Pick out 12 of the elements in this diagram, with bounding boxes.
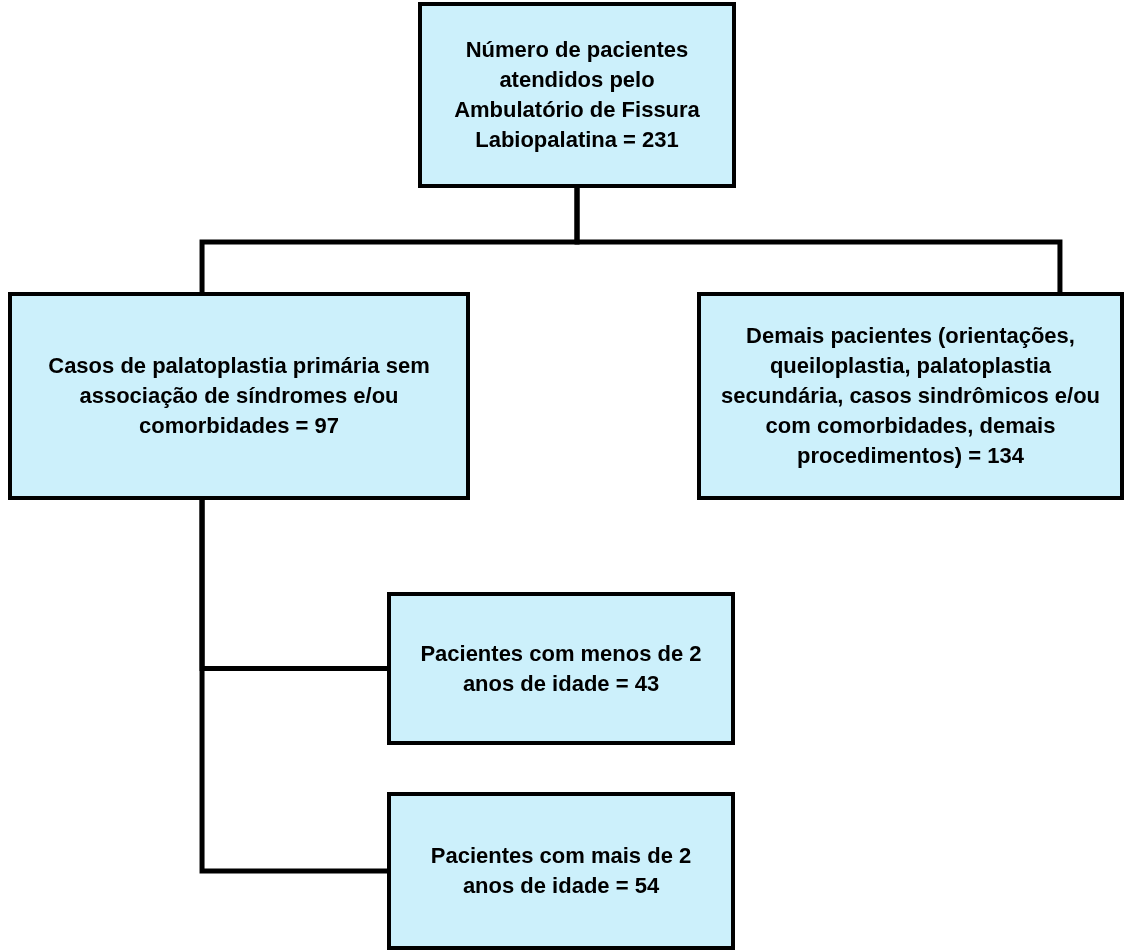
box-text: Pacientes com menos de 2 anos de idade = 43 <box>419 639 703 698</box>
box-text: Pacientes com mais de 2 anos de idade = 54 <box>429 842 693 900</box>
connector-line <box>574 188 1063 292</box>
process-box <box>418 2 736 188</box>
box-text: Demais pacientes (orientações, queiloplastia, palatoplastia secundária, casos sindrômicos e/ou com comorbidades, demais procedimentos) = 134 <box>720 322 1101 470</box>
connector-line <box>199 500 387 874</box>
process-box <box>8 292 470 500</box>
process-box <box>387 592 735 745</box>
process-box <box>387 792 735 950</box>
process-box <box>697 292 1124 500</box>
box-text: Número de pacientes atendidos pelo Ambulatório de Fissura Labiopalatina = 231 <box>453 36 701 154</box>
box-text: Casos de palatoplastia primária sem associação de síndromes e/ou comorbidades = 97 <box>47 352 431 440</box>
